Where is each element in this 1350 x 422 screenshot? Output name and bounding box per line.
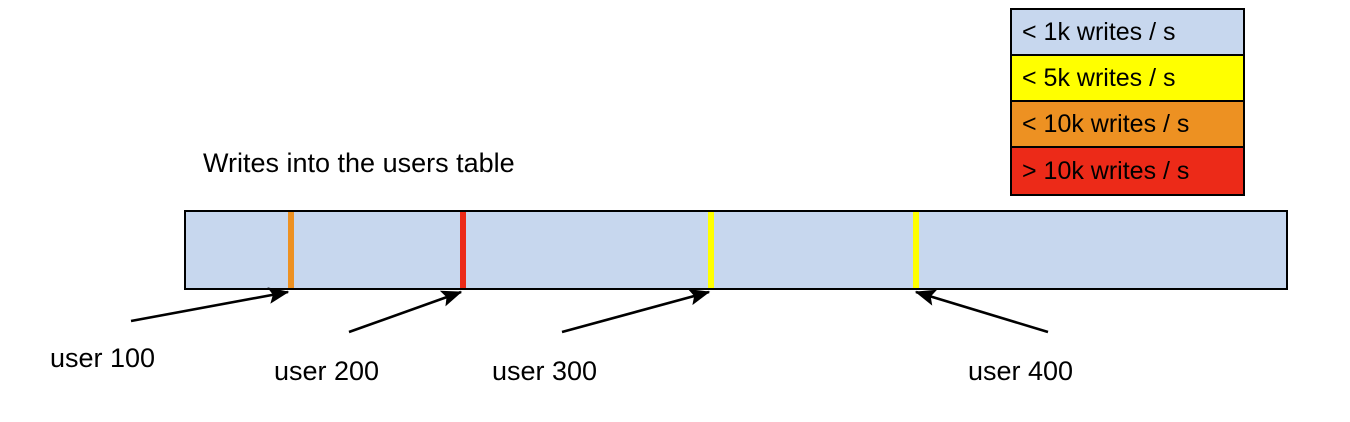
user-100-boundary-stripe bbox=[288, 212, 294, 288]
legend-row-under-1k: < 1k writes / s bbox=[1012, 10, 1243, 56]
arrow-to-user-400 bbox=[914, 289, 1049, 334]
user-300-boundary-stripe bbox=[708, 212, 714, 288]
arrow-to-user-200 bbox=[348, 290, 463, 334]
legend-label-under-1k: < 1k writes / s bbox=[1022, 17, 1176, 46]
users-table-bar bbox=[184, 210, 1288, 290]
user-400-boundary-stripe bbox=[913, 212, 919, 288]
chart-title: Writes into the users table bbox=[203, 148, 515, 178]
legend-row-over-10k: > 10k writes / s bbox=[1012, 148, 1243, 194]
legend-row-under-5k: < 5k writes / s bbox=[1012, 56, 1243, 102]
write-rate-legend: < 1k writes / s < 5k writes / s < 10k wr… bbox=[1010, 8, 1245, 196]
user-300-label: user 300 bbox=[492, 356, 598, 386]
arrow-to-user-100 bbox=[130, 287, 290, 323]
arrow-to-user-300 bbox=[561, 289, 711, 334]
legend-row-under-10k: < 10k writes / s bbox=[1012, 102, 1243, 148]
user-200-label: user 200 bbox=[274, 356, 380, 386]
user-100-label: user 100 bbox=[50, 343, 156, 373]
user-200-boundary-stripe bbox=[460, 212, 466, 288]
legend-label-under-5k: < 5k writes / s bbox=[1022, 63, 1176, 92]
user-400-label: user 400 bbox=[968, 356, 1074, 386]
legend-label-under-10k: < 10k writes / s bbox=[1022, 109, 1190, 138]
legend-label-over-10k: > 10k writes / s bbox=[1022, 156, 1190, 185]
